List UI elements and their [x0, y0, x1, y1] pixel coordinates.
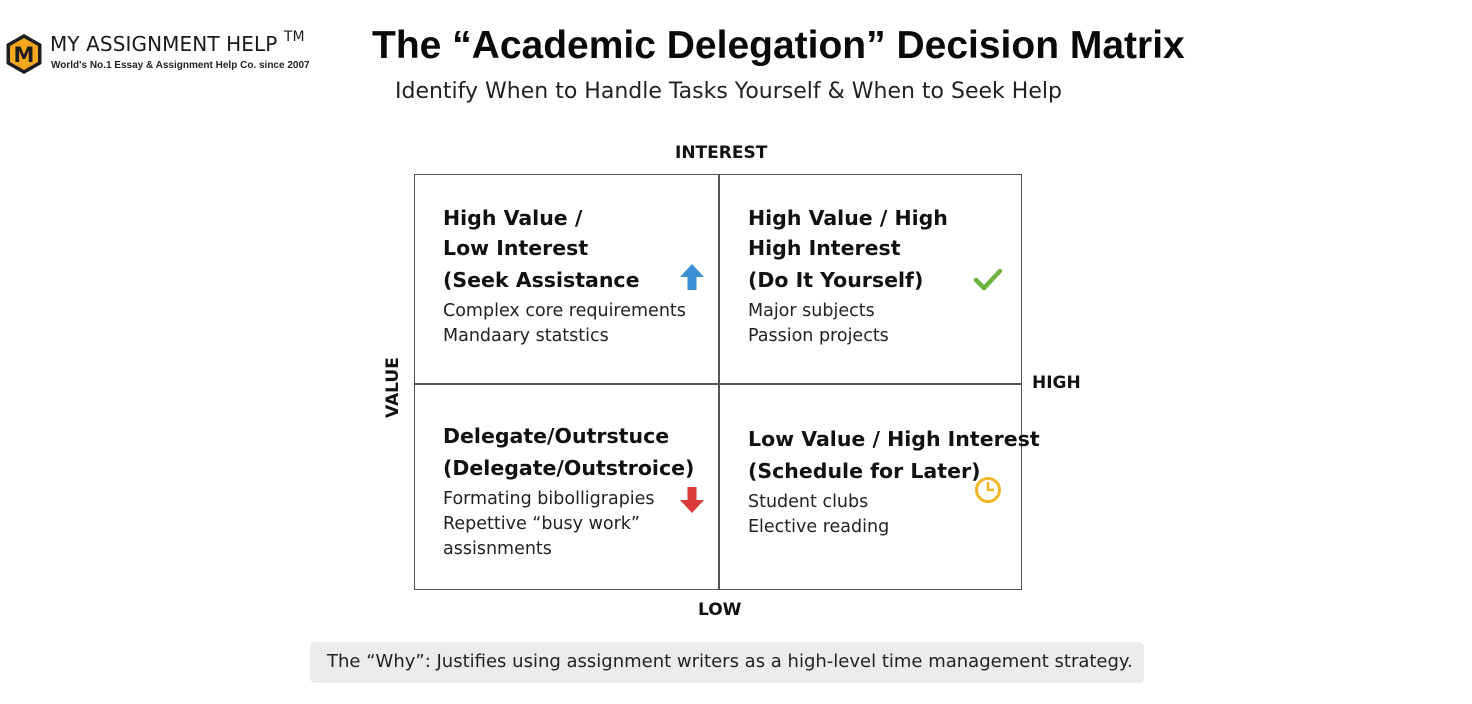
quadrant-heading-line: (Seek Assistance [443, 268, 640, 292]
quadrant-item: Passion projects [748, 326, 889, 346]
quadrant-heading-line: High Value / [443, 206, 583, 230]
quadrant-heading-line: (Schedule for Later) [748, 459, 981, 483]
clock-hands [986, 481, 995, 492]
brand-tagline: World's No.1 Essay & Assignment Help Co.… [51, 60, 310, 71]
arrow-down-icon [680, 487, 704, 513]
quadrant-item-list: Major subjects Passion projects [748, 299, 1048, 349]
quadrant-delegate: Delegate/Outrstuce (Delegate/Outstroice)… [443, 421, 743, 626]
quadrant-item-list: Complex core requirements Mandaary stats… [443, 299, 743, 349]
axis-label-low: LOW [698, 600, 742, 620]
quadrant-seek-assistance: High Value / Low Interest (Seek Assistan… [443, 203, 743, 408]
arrow-down-shape [680, 487, 704, 513]
quadrant-item: Repettive “busy work” [443, 514, 641, 534]
quadrant-heading-line: Low Value / High Interest [748, 427, 1040, 451]
page-subtitle: Identify When to Handle Tasks Yourself &… [395, 79, 1062, 104]
quadrant-item: assisnments [443, 539, 552, 559]
clock-icon [975, 477, 1001, 503]
quadrant-heading-line: Delegate/Outrstuce [443, 424, 670, 448]
axis-label-high: HIGH [1032, 373, 1081, 393]
brand-badge-icon: M [6, 34, 42, 74]
brand-name-text: MY ASSIGNMENT HELP [50, 32, 278, 56]
quadrant-heading-line: Low Interest [443, 236, 589, 260]
why-callout: The “Why”: Justifies using assignment wr… [310, 642, 1144, 683]
quadrant-item: Major subjects [748, 301, 875, 321]
quadrant-heading: Low Value / High Interest (Schedule for … [748, 424, 1048, 486]
quadrant-heading: High Value / High High Interest (Do It Y… [748, 203, 1048, 295]
quadrant-heading: High Value / Low Interest (Seek Assistan… [443, 203, 743, 295]
quadrant-item-list: Formating bibolligrapies Repettive “busy… [443, 487, 743, 562]
page-title: The “Academic Delegation” Decision Matri… [372, 24, 1185, 67]
axis-label-interest: INTEREST [675, 143, 768, 163]
quadrant-schedule-later: Low Value / High Interest (Schedule for … [748, 424, 1048, 629]
clock-face [975, 477, 1001, 503]
checkmark-icon [973, 268, 1003, 291]
quadrant-heading: Delegate/Outrstuce (Delegate/Outstroice) [443, 421, 743, 483]
quadrant-heading-line: (Delegate/Outstroice) [443, 456, 695, 480]
quadrant-item-list: Student clubs Elective reading [748, 490, 1048, 540]
quadrant-do-it-yourself: High Value / High High Interest (Do It Y… [748, 203, 1048, 408]
quadrant-item: Student clubs [748, 492, 869, 512]
decision-matrix: High Value / Low Interest (Seek Assistan… [414, 174, 1040, 590]
checkmark-shape [973, 268, 1003, 291]
brand-badge-letter: M [14, 43, 35, 67]
arrow-up-icon [680, 264, 704, 290]
brand-name: MY ASSIGNMENT HELP TM [50, 29, 305, 56]
arrow-up-shape [680, 264, 704, 290]
matrix-horizontal-divider [415, 383, 1021, 385]
quadrant-item: Formating bibolligrapies [443, 489, 655, 509]
quadrant-heading-line: High Interest [748, 236, 901, 260]
quadrant-heading-line: (Do It Yourself) [748, 268, 924, 292]
quadrant-item: Mandaary statstics [443, 326, 609, 346]
quadrant-item: Complex core requirements [443, 301, 686, 321]
axis-label-value: VALUE [383, 357, 403, 418]
matrix-vertical-divider [718, 175, 720, 589]
quadrant-item: Elective reading [748, 517, 890, 537]
quadrant-heading-line: High Value / High [748, 206, 948, 230]
trademark-mark: TM [283, 29, 305, 45]
